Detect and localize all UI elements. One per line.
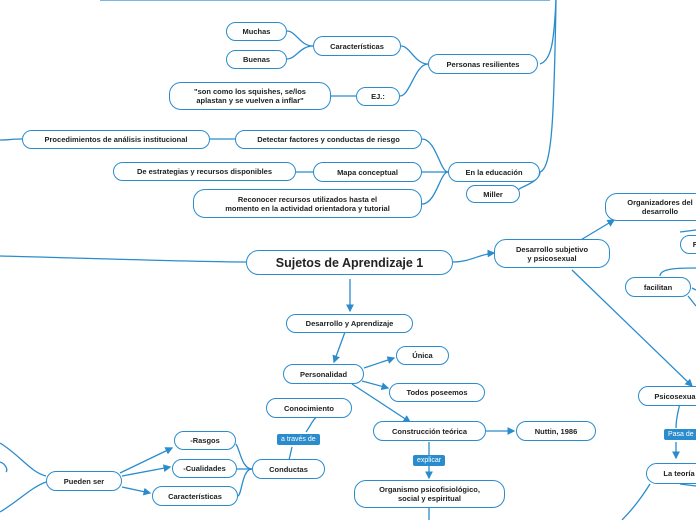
node-mapa-conceptual[interactable]: Mapa conceptual: [313, 162, 422, 182]
node-facilitan[interactable]: facilitan: [625, 277, 691, 297]
tag-explicar: explicar: [413, 455, 446, 466]
node-personas-resilientes[interactable]: Personas resilientes: [428, 54, 538, 74]
node-construccion-teorica[interactable]: Construcción teórica: [373, 421, 486, 441]
node-estrategias[interactable]: De estrategias y recursos disponibles: [113, 162, 296, 181]
node-conductas[interactable]: Conductas: [252, 459, 325, 479]
node-pueden-ser[interactable]: Pueden ser: [46, 471, 122, 491]
node-ej[interactable]: EJ.:: [356, 87, 400, 106]
node-procedimientos[interactable]: Procedimientos de análisis institucional: [22, 130, 210, 149]
node-caracteristicas-top[interactable]: Características: [313, 36, 401, 56]
tag-pasa-de: Pasa de: [664, 429, 696, 440]
node-reconocer[interactable]: Reconocer recursos utilizados hasta el m…: [193, 189, 422, 218]
node-buenas[interactable]: Buenas: [226, 50, 287, 69]
node-personalidad[interactable]: Personalidad: [283, 364, 364, 384]
node-quote[interactable]: "son como los squishes, se/los aplastan …: [169, 82, 331, 110]
node-desarrollo-aprendizaje[interactable]: Desarrollo y Aprendizaje: [286, 314, 413, 333]
node-detectar[interactable]: Detectar factores y conductas de riesgo: [235, 130, 422, 149]
node-miller[interactable]: Miller: [466, 185, 520, 203]
node-caracteristicas-bottom[interactable]: Características: [152, 486, 238, 506]
node-psicosexual[interactable]: Psicosexual: [638, 386, 696, 406]
node-todos-poseemos[interactable]: Todos poseemos: [389, 383, 485, 402]
node-cualidades[interactable]: -Cualidades: [172, 459, 237, 478]
node-la-teoria[interactable]: La teoría: [646, 463, 696, 484]
node-organismo[interactable]: Organismo psicofisiológico, social y esp…: [354, 480, 505, 508]
node-en-la-educacion[interactable]: En la educación: [448, 162, 540, 182]
tag-a-traves-de: a través de: [277, 434, 320, 445]
node-desarrollo-subjetivo[interactable]: Desarrollo subjetivo y psicosexual: [494, 239, 610, 268]
central-topic-node[interactable]: Sujetos de Aprendizaje 1: [246, 250, 453, 275]
node-unica[interactable]: Única: [396, 346, 449, 365]
node-rasgos[interactable]: -Rasgos: [174, 431, 236, 450]
node-conocimiento[interactable]: Conocimiento: [266, 398, 352, 418]
node-organizadores[interactable]: Organizadores del desarrollo: [605, 193, 696, 221]
node-nuttin[interactable]: Nuttin, 1986: [516, 421, 596, 441]
node-muchas[interactable]: Muchas: [226, 22, 287, 41]
node-f-partial[interactable]: F: [680, 235, 696, 254]
